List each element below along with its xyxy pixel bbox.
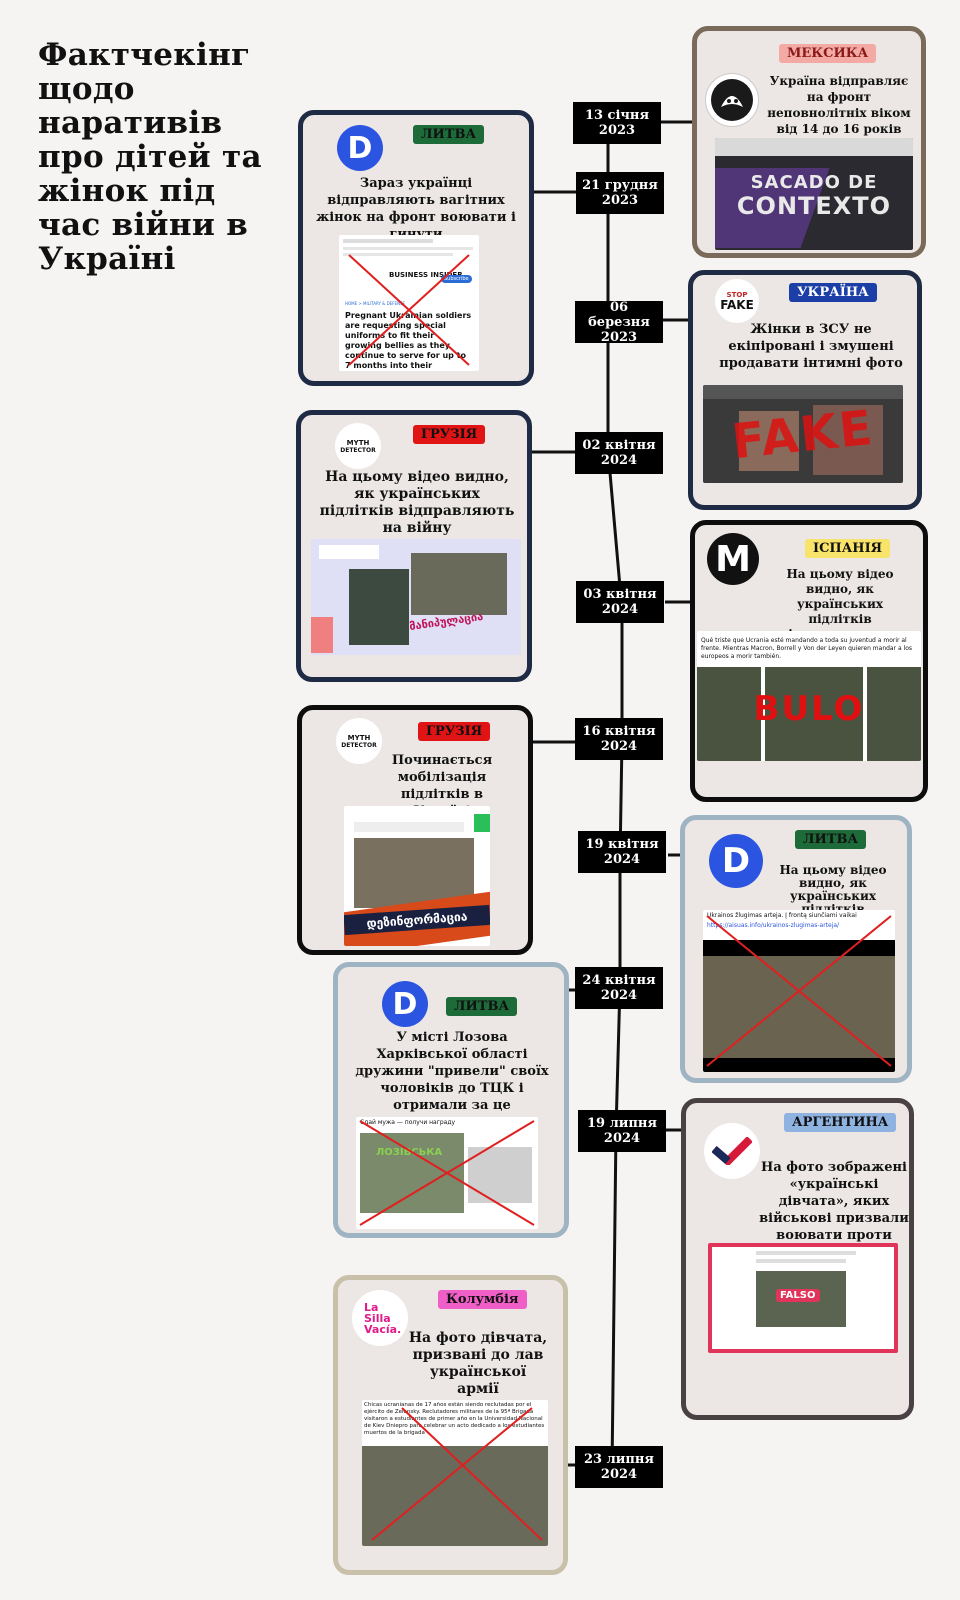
country-badge: ЛИТВА xyxy=(446,997,518,1016)
card-argentina: АРГЕНТИНА На фото зображені «українські … xyxy=(681,1098,914,1420)
stopfake-logo-icon: STOP FAKE xyxy=(715,279,759,323)
stamp-text: SACADO DE xyxy=(750,172,878,193)
claim-screenshot: FAKE xyxy=(703,385,903,483)
card-lithuania-3: D ЛИТВА У місті Лозова Харківської облас… xyxy=(333,962,569,1238)
claim-screenshot: Сдай мужа — получи награду ЛОЗІВСЬКА xyxy=(356,1117,538,1229)
card-claim: Зараз українці відправляють вагітних жін… xyxy=(316,176,516,242)
country-badge: ГРУЗІЯ xyxy=(418,722,491,741)
card-claim: На цьому відео видно, як українських під… xyxy=(319,469,515,536)
country-badge: ГРУЗІЯ xyxy=(413,425,486,444)
card-ukraine: STOP FAKE УКРАЇНА Жінки в ЗСУ не екіпіро… xyxy=(688,270,922,510)
page-title: Фактчекінг щодо наративів про дітей та ж… xyxy=(38,37,262,277)
claim-screenshot: FALSO xyxy=(708,1243,898,1353)
card-claim: На фото зображені «українські дівчата», … xyxy=(759,1160,909,1260)
claim-screenshot: Chicas ucranianas de 17 años están siend… xyxy=(362,1400,548,1546)
card-georgia-1: MYTH DETECTOR ГРУЗІЯ На цьому відео видн… xyxy=(296,410,532,682)
delfi-logo-icon: D xyxy=(382,981,428,1027)
card-lithuania-2: D ЛИТВА На цьому відео видно, як українс… xyxy=(680,815,912,1083)
myth-detector-logo-icon: MYTH DETECTOR xyxy=(335,423,381,469)
claim-screenshot: SACADO DE CONTEXTO xyxy=(715,138,913,250)
hooded-figure-icon xyxy=(705,73,759,127)
la-silla-vacia-logo-icon: La Silla Vacía. xyxy=(352,1290,408,1346)
maldita-logo-icon: M xyxy=(707,533,759,585)
card-spain: M ІСПАНІЯ На цьому відео видно, як украї… xyxy=(690,520,928,802)
claim-screenshot: დეზინფორმაცია xyxy=(344,806,490,946)
chequeado-logo-icon xyxy=(704,1123,760,1179)
delfi-logo-icon: D xyxy=(709,834,763,888)
country-badge: АРГЕНТИНА xyxy=(784,1113,897,1132)
claim-screenshot: მანიპულაცია xyxy=(311,539,521,655)
card-mexico: МЕКСИКА Україна відправляє на фронт непо… xyxy=(692,26,926,258)
myth-detector-logo-icon: MYTH DETECTOR xyxy=(336,718,382,764)
card-claim: На фото дівчата, призвані до лав українс… xyxy=(408,1330,548,1397)
claim-screenshot: Ukrainos žlugimas arteja. Į frontą siunč… xyxy=(703,910,895,1072)
claim-screenshot: BUSINESS INSIDER Subscribe HOME > MILITA… xyxy=(339,235,479,371)
country-badge: МЕКСИКА xyxy=(779,44,877,63)
country-badge: УКРАЇНА xyxy=(789,283,877,302)
card-colombia: La Silla Vacía. Колумбія На фото дівчата… xyxy=(333,1275,568,1575)
delfi-logo-icon: D xyxy=(337,125,383,171)
stamp-text: CONTEXTO xyxy=(736,192,892,220)
card-claim: У місті Лозова Харківської області дружи… xyxy=(355,1030,549,1130)
stamp-text: FALSO xyxy=(776,1289,820,1302)
country-badge: Колумбія xyxy=(438,1290,527,1309)
card-claim: Україна відправляє на фронт неповнолітні… xyxy=(767,74,911,136)
card-georgia-2: MYTH DETECTOR ГРУЗІЯ Починається мобіліз… xyxy=(297,705,533,955)
country-badge: ІСПАНІЯ xyxy=(805,539,891,558)
card-claim: Жінки в ЗСУ не екіпіровані і змушені про… xyxy=(719,322,903,371)
stamp-text: BULO xyxy=(753,689,865,729)
card-lithuania-1: D ЛИТВА Зараз українці відправляють вагі… xyxy=(298,110,534,386)
country-badge: ЛИТВА xyxy=(795,830,867,849)
claim-screenshot: Qué triste que Ucrania esté mandando a t… xyxy=(697,631,921,761)
country-badge: ЛИТВА xyxy=(413,125,485,144)
